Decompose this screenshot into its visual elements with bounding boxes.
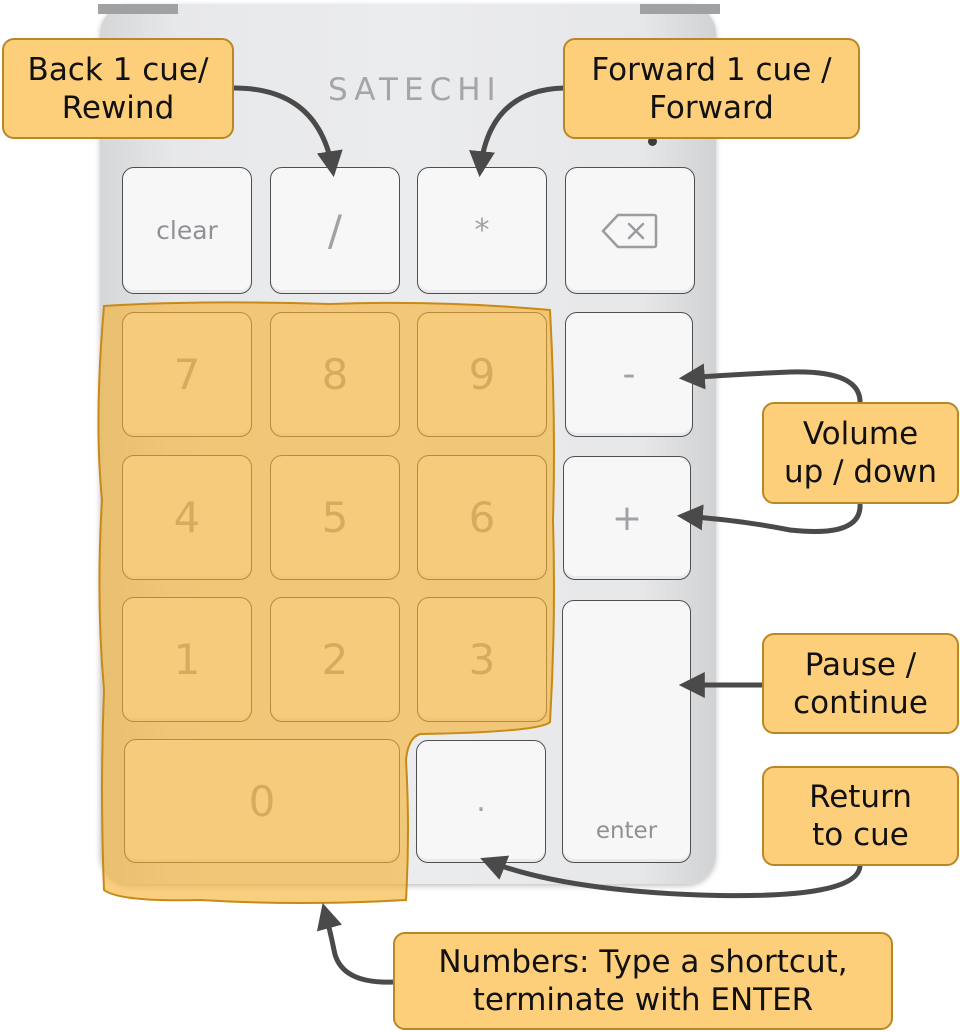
divide-key-label: / bbox=[327, 206, 343, 255]
multiply-key[interactable]: * bbox=[417, 167, 547, 294]
clear-key[interactable]: clear bbox=[122, 167, 252, 294]
callout-back: Back 1 cue/ Rewind bbox=[2, 38, 234, 139]
volume-up-arrow bbox=[676, 503, 863, 535]
plus-key-label: + bbox=[611, 497, 643, 539]
volume-down-arrow bbox=[678, 363, 863, 405]
backspace-icon bbox=[601, 213, 658, 248]
return-arrow bbox=[480, 855, 863, 899]
callout-pause: Pause / continue bbox=[762, 633, 959, 734]
callout-return-line1: Return bbox=[809, 779, 912, 815]
callout-numbers: Numbers: Type a shortcut, terminate with… bbox=[393, 932, 893, 1030]
status-led bbox=[648, 137, 657, 146]
keypad-top-tab-right bbox=[640, 4, 720, 14]
back-arrow bbox=[233, 85, 343, 178]
enter-key-label: enter bbox=[595, 818, 658, 844]
callout-pause-line2: continue bbox=[793, 684, 928, 721]
clear-key-label: clear bbox=[156, 216, 218, 245]
callout-forward: Forward 1 cue / Forward bbox=[563, 38, 860, 139]
callout-volume-line2: up / down bbox=[783, 454, 938, 490]
enter-key[interactable]: enter bbox=[562, 600, 691, 863]
numbers-arrow bbox=[316, 902, 394, 985]
callout-numbers-line2: terminate with ENTER bbox=[472, 982, 814, 1018]
callout-numbers-line1: Numbers: Type a shortcut, bbox=[438, 944, 848, 980]
callout-volume: Volume up / down bbox=[762, 402, 959, 504]
callout-forward-line2: Forward bbox=[649, 89, 774, 126]
forward-arrow bbox=[469, 85, 565, 178]
minus-key-label: - bbox=[622, 354, 636, 395]
plus-key[interactable]: + bbox=[563, 456, 691, 580]
keypad-top-tab-left bbox=[98, 4, 178, 14]
brand-logo: SATECHI bbox=[328, 72, 502, 108]
backspace-key[interactable] bbox=[565, 167, 695, 294]
callout-pause-line1: Pause / bbox=[804, 646, 917, 683]
callout-return-line2: to cue bbox=[812, 817, 909, 853]
callout-back-line1: Back 1 cue/ bbox=[27, 51, 209, 88]
callout-forward-line1: Forward 1 cue / bbox=[591, 51, 832, 88]
minus-key[interactable]: - bbox=[565, 312, 693, 437]
callout-back-line2: Rewind bbox=[61, 89, 175, 126]
multiply-key-label: * bbox=[474, 213, 490, 248]
callout-volume-line1: Volume bbox=[802, 416, 919, 452]
callout-return: Return to cue bbox=[762, 766, 959, 866]
